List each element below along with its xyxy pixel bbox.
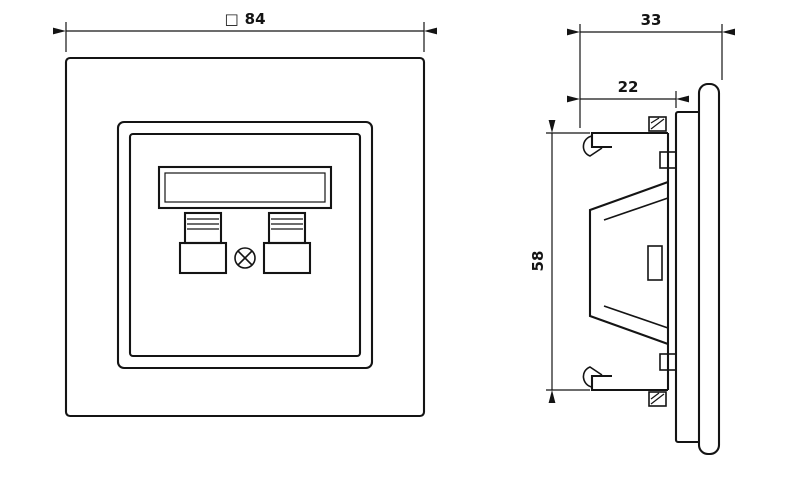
label-window-inner — [164, 172, 326, 203]
dim-front-width-value: 84 — [245, 10, 266, 28]
dim-front-width: □ 84 — [53, 10, 437, 52]
square-symbol: □ — [224, 10, 238, 28]
jack-right-body — [262, 241, 312, 275]
dim-side-total-depth-label: 33 — [641, 11, 662, 29]
front-cover-plate — [128, 132, 362, 358]
dim-side-recess-depth: 22 — [567, 78, 689, 108]
side-view: 33 22 58 — [529, 11, 735, 456]
fixing-screw-top — [648, 116, 667, 132]
dim-side-total-depth: 33 — [567, 11, 735, 128]
frame-lug-bottom — [659, 353, 677, 371]
dim-front-width-label: □ 84 — [224, 10, 265, 28]
fixing-screw-bottom — [648, 391, 667, 407]
screw-hatch — [650, 392, 660, 400]
screw-hatch — [650, 118, 665, 130]
dim-side-recess-depth-label: 22 — [618, 78, 639, 96]
frame-lug-top — [659, 151, 677, 169]
side-view-mechanism — [582, 116, 677, 407]
side-plate-section — [697, 82, 721, 456]
mounting-claw-bottom — [582, 366, 603, 388]
dim-side-height: 58 — [529, 120, 590, 403]
label-window — [157, 165, 333, 210]
dim-side-height-label: 58 — [529, 251, 547, 272]
jack-right — [262, 211, 312, 275]
screw-cross-line — [237, 250, 253, 266]
screw-hatch — [650, 393, 665, 405]
screw-hatch — [650, 117, 660, 124]
front-view: □ 84 — [53, 10, 437, 418]
front-outer-frame — [64, 56, 426, 418]
front-inner-frame — [116, 120, 374, 370]
screw-icon — [234, 247, 256, 269]
jack-left — [178, 211, 228, 275]
mounting-claw-top — [582, 135, 603, 157]
mounting-flange-top — [590, 131, 668, 149]
screw-head — [234, 247, 256, 269]
jack-opening-section — [647, 245, 663, 281]
side-frame-section — [674, 110, 702, 444]
jack-left-body — [178, 241, 228, 275]
insert-detail-line — [603, 197, 669, 221]
socket-insert-body — [588, 181, 669, 345]
label-window-outer — [157, 165, 333, 210]
mounting-flange-bottom — [590, 374, 668, 392]
insert-detail-line — [603, 305, 669, 329]
